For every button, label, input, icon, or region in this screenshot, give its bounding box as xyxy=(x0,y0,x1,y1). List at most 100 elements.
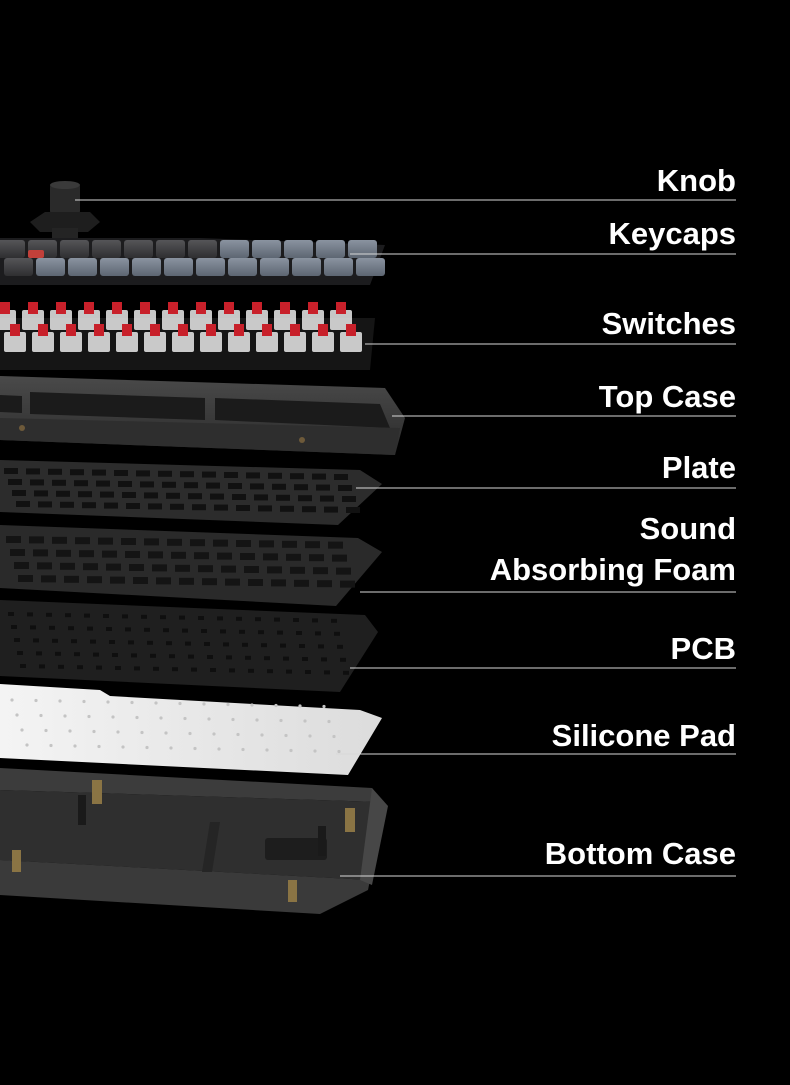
label-switches-text: Switches xyxy=(602,306,736,341)
switch-stem xyxy=(308,302,318,314)
pcb-component xyxy=(150,654,156,658)
pcb-component xyxy=(334,632,340,636)
keycap xyxy=(132,258,161,276)
switch-stem xyxy=(150,324,160,336)
pcb-component xyxy=(71,639,77,643)
plate-cutout xyxy=(34,490,48,496)
keycap xyxy=(100,258,129,276)
plate-cutout xyxy=(104,503,118,509)
bottom-case-post-1 xyxy=(78,795,86,825)
pad-nub xyxy=(322,705,325,708)
foam-cutout xyxy=(156,577,171,584)
pad-nub xyxy=(97,745,100,748)
plate-cutout xyxy=(16,501,30,507)
label-knob: Knob xyxy=(657,160,736,201)
pcb-component xyxy=(20,664,26,668)
pcb-component xyxy=(242,643,248,647)
pcb-component xyxy=(27,612,33,616)
foam-cutout xyxy=(167,539,182,546)
foam-cutout xyxy=(110,577,125,584)
pad-nub xyxy=(73,744,76,747)
switch-stem xyxy=(168,302,178,314)
label-bottom-case-text: Bottom Case xyxy=(545,836,736,871)
pcb-component xyxy=(267,669,273,673)
keycap-accent xyxy=(28,250,44,258)
keycap xyxy=(188,240,217,258)
plate-cutout xyxy=(158,471,172,477)
label-silicone-pad-text: Silicone Pad xyxy=(552,718,736,753)
bottom-case-post-2 xyxy=(318,826,326,856)
pcb-component xyxy=(258,630,264,634)
pcb-component xyxy=(201,629,207,633)
pcb-component xyxy=(207,655,213,659)
plate-cutout xyxy=(276,495,290,501)
foam-cutout xyxy=(267,566,282,573)
pcb-component xyxy=(68,626,74,630)
plate-cutout xyxy=(26,468,40,474)
pad-nub xyxy=(49,744,52,747)
silicone-pad-part xyxy=(0,684,382,775)
pcb-component xyxy=(96,666,102,670)
pcb-component xyxy=(33,638,39,642)
plate-cutout xyxy=(254,494,268,500)
pad-nub xyxy=(130,701,133,704)
switch-stem xyxy=(196,302,206,314)
pcb-component xyxy=(337,645,343,649)
foam-cutout xyxy=(282,541,297,548)
pad-nub xyxy=(260,733,263,736)
label-pcb: PCB xyxy=(671,628,736,669)
keycap xyxy=(0,240,25,258)
plate-cutout xyxy=(12,490,26,496)
plate-cutout xyxy=(82,502,96,508)
foam-cutout xyxy=(286,554,301,561)
pad-nub xyxy=(298,704,301,707)
pad-nub xyxy=(82,700,85,703)
pcb-component xyxy=(179,616,185,620)
pcb-component xyxy=(90,640,96,644)
switch-stem xyxy=(178,324,188,336)
pcb-component xyxy=(182,629,188,633)
switch-stem xyxy=(280,302,290,314)
switch-stem xyxy=(38,324,48,336)
pcb-component xyxy=(210,668,216,672)
foam-cutout xyxy=(175,565,190,572)
foam-cutout xyxy=(194,552,209,559)
pad-nub xyxy=(183,717,186,720)
top-case-screw-2 xyxy=(299,437,305,443)
pcb-component xyxy=(312,618,318,622)
foam-cutout xyxy=(129,564,144,571)
foam-cutout xyxy=(18,575,33,582)
pcb-component xyxy=(30,625,36,629)
plate-cutout xyxy=(232,494,246,500)
pcb-component xyxy=(147,641,153,645)
foam-cutout xyxy=(309,554,324,561)
plate-cutout xyxy=(246,472,260,478)
plate-cutout xyxy=(114,470,128,476)
foam-cutout xyxy=(87,576,102,583)
pcb-component xyxy=(115,666,121,670)
foam-cutout xyxy=(328,542,343,549)
foam-cutout xyxy=(236,540,251,547)
plate-part xyxy=(0,460,382,525)
pcb-component xyxy=(302,657,308,661)
pcb-component xyxy=(134,666,140,670)
foam-cutout xyxy=(133,577,148,584)
switch-stem xyxy=(318,324,328,336)
keycap xyxy=(252,240,281,258)
foam-cutout xyxy=(121,538,136,545)
keycap xyxy=(36,258,65,276)
pcb-component xyxy=(280,644,286,648)
pcb-component xyxy=(131,653,137,657)
pad-nub xyxy=(236,733,239,736)
pcb-component xyxy=(153,667,159,671)
top-case-screw-1 xyxy=(19,425,25,431)
foam-cutout xyxy=(313,567,328,574)
plate-cutout xyxy=(56,491,70,497)
pcb-component xyxy=(245,656,251,660)
pad-nub xyxy=(164,731,167,734)
pcb-component xyxy=(8,612,14,616)
pad-nub xyxy=(135,716,138,719)
pcb-component xyxy=(223,642,229,646)
foam-cutout xyxy=(29,536,44,543)
foam-cutout xyxy=(37,562,52,569)
